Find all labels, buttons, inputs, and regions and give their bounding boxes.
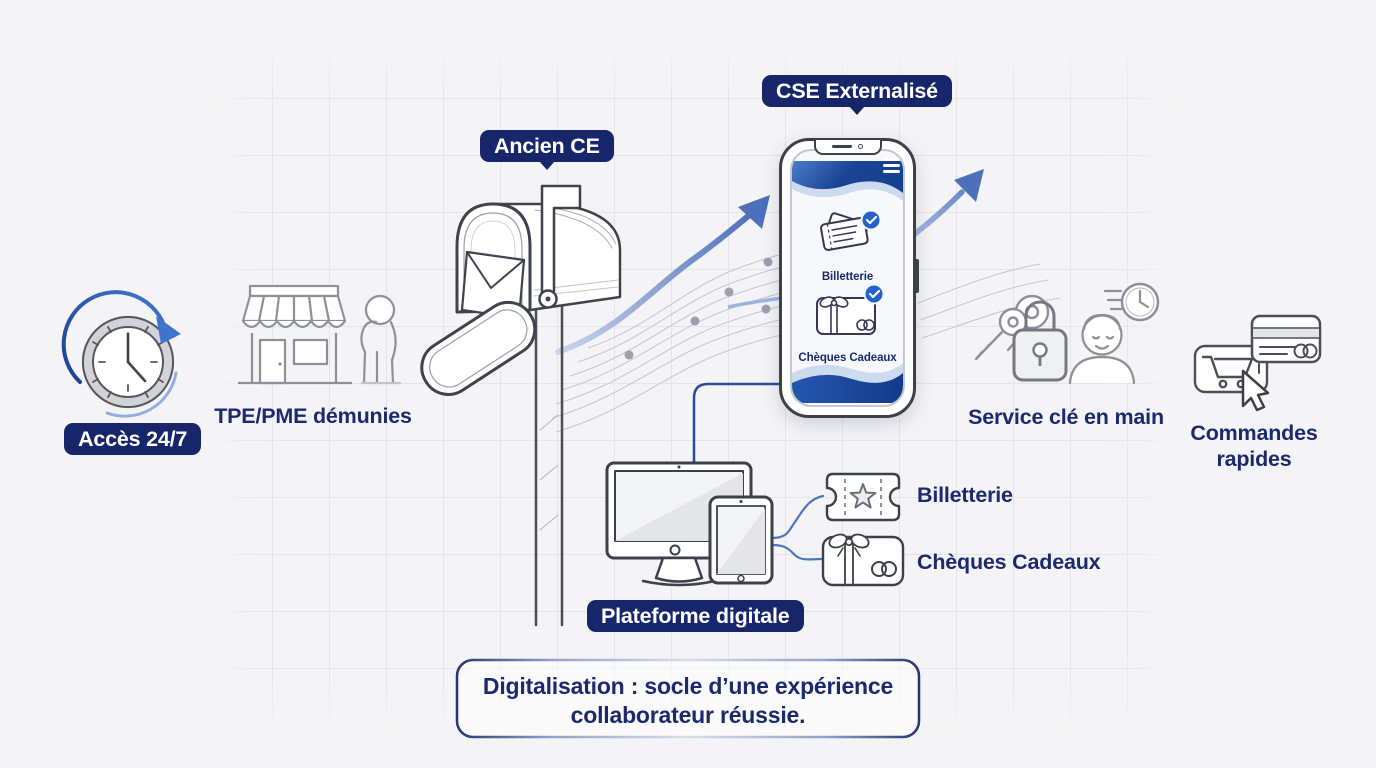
footer-box bbox=[455, 658, 921, 739]
growth-arrow-left-icon bbox=[555, 195, 770, 355]
label-cheques-cadeaux: Chèques Cadeaux bbox=[917, 550, 1101, 574]
footer-tagline: Digitalisation : socle d’une expérience … bbox=[457, 672, 919, 730]
footer-tagline-line1: Digitalisation : socle d’une expérience bbox=[482, 673, 894, 699]
phone-notch bbox=[813, 140, 882, 155]
clock-247-icon bbox=[61, 290, 181, 418]
camera-dot-icon bbox=[858, 144, 863, 149]
walking-person-icon bbox=[360, 294, 402, 385]
tablet-icon bbox=[708, 495, 774, 585]
ticket-icon bbox=[825, 472, 901, 522]
connector-fork bbox=[770, 494, 825, 561]
connector-phone-monitor bbox=[692, 382, 780, 464]
label-commandes-rapides: Commandes rapides bbox=[1190, 421, 1318, 471]
label-tpe-pme: TPE/PME démunies bbox=[214, 404, 412, 428]
check-badge-icon bbox=[860, 209, 882, 231]
storefront-icon bbox=[238, 284, 352, 385]
speaker-slot-icon bbox=[832, 145, 852, 148]
badge-plateforme-digitale: Plateforme digitale bbox=[587, 600, 804, 632]
phone-screen-art bbox=[792, 161, 903, 403]
label-billetterie: Billetterie bbox=[917, 483, 1013, 507]
label-service-cle: Service clé en main bbox=[968, 405, 1164, 429]
phone-app-item-label: Chèques Cadeaux bbox=[798, 352, 897, 364]
phone-ticket-icon bbox=[820, 209, 882, 251]
cursor-icon bbox=[1241, 369, 1270, 412]
badge-cse-externalise: CSE Externalisé bbox=[762, 75, 952, 115]
padlock-icon bbox=[1012, 300, 1068, 382]
hamburger-menu-icon bbox=[883, 158, 900, 173]
credit-card-icon bbox=[1250, 314, 1322, 374]
smartphone-icon: Billetterie Chèques Cadeaux bbox=[779, 138, 919, 418]
mailbox-icon bbox=[420, 184, 622, 627]
gift-card-icon bbox=[821, 533, 905, 587]
flow-dots bbox=[624, 257, 773, 360]
speed-clock-icon bbox=[1103, 282, 1160, 322]
phone-app-item-label: Billetterie bbox=[821, 271, 874, 283]
phone-giftcard-icon bbox=[816, 283, 885, 335]
phone-side-button bbox=[915, 259, 919, 293]
badge-ancien-ce: Ancien CE bbox=[480, 130, 614, 170]
phone-screen bbox=[790, 149, 905, 407]
badge-acces-247: Accès 24/7 bbox=[64, 423, 202, 455]
footer-tagline-line2: collaborateur réussie. bbox=[570, 702, 806, 728]
employee-face-icon bbox=[1068, 313, 1136, 385]
check-badge-icon bbox=[863, 283, 885, 305]
